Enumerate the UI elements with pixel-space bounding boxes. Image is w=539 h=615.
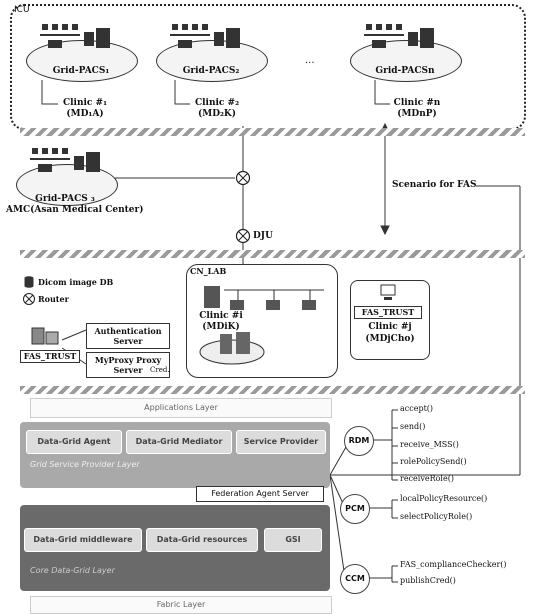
clinic-n-code: (MDnP) [397, 109, 437, 119]
applications-layer: Applications Layer [30, 398, 332, 418]
router-icon [235, 228, 251, 244]
pcm-method: localPolicyResource() [400, 494, 488, 503]
database-icon [24, 276, 34, 288]
network-icon [364, 24, 434, 48]
clinic-2-label: Clinic #₂ [194, 98, 240, 108]
network-bar-bottom [20, 386, 525, 394]
core-data-grid-layer-label: Core Data-Grid Layer [30, 566, 115, 575]
grid-pacs-2-node [156, 40, 268, 82]
clinic-1-code: (MD₁A) [66, 109, 104, 119]
legend-db-label: Dicom image DB [38, 277, 114, 287]
network-bar-top [20, 128, 525, 136]
grid-service-provider-layer-label: Grid Service Provider Layer [30, 460, 140, 469]
router-icon [235, 170, 251, 186]
rdm-method: receive_MSS() [400, 440, 459, 449]
fas-trust-right-label: FAS_TRUST [354, 306, 422, 319]
network-icon [30, 148, 100, 172]
pcm-module: PCM [340, 494, 370, 524]
authentication-server: Authentication Server [86, 323, 170, 349]
pcm-method: selectPolicyRole() [400, 512, 473, 521]
cn-lab-network-icon [199, 286, 324, 365]
dju-label: DJU [253, 231, 273, 241]
router-icon [23, 293, 35, 305]
fas-trust-left-label: FAS_TRUST [20, 350, 80, 363]
rdm-method: send() [400, 422, 426, 431]
icu-label: ICU [14, 5, 30, 15]
amc-label: AMC(Asan Medical Center) [6, 205, 144, 215]
cred-label: Cred. [150, 366, 170, 374]
grid-pacs-1-label: Grid-PACS₁ [52, 66, 110, 76]
clinic-1-label: Clinic #₁ [62, 98, 108, 108]
grid-pacs-3-node [16, 164, 118, 206]
ccm-module: CCM [340, 564, 370, 594]
data-grid-resources-block: Data-Grid resources [146, 528, 258, 552]
clinic-i-code: (MDiK) [202, 322, 240, 332]
fas-trust-right-region [350, 280, 430, 360]
network-icon [40, 24, 110, 48]
ccm-method: FAS_complianceChecker() [400, 560, 507, 569]
data-grid-middleware-block: Data-Grid middleware [24, 528, 142, 552]
cn-lab-region [186, 264, 338, 378]
grid-pacs-3-label: Grid-PACS ₃ [35, 194, 95, 204]
ellipsis: ... [305, 55, 315, 66]
computer-icon [380, 284, 396, 300]
server-icon [31, 327, 59, 345]
network-icon [170, 24, 240, 48]
rdm-method: accept() [400, 404, 434, 413]
cn-lab-label: CN_LAB [190, 266, 227, 276]
grid-pacs-1-node [26, 40, 138, 82]
grid-pacs-n-label: Grid-PACSn [375, 66, 435, 76]
clinic-i-label: Clinic #i [199, 311, 243, 321]
gsi-block: GSI [264, 528, 322, 552]
grid-pacs-2-label: Grid-PACS₂ [182, 66, 240, 76]
clinic-j-code: (MDjCho) [365, 334, 415, 344]
federation-agent-server: Federation Agent Server [196, 486, 324, 502]
clinic-j-label: Clinic #j [368, 322, 412, 332]
grid-pacs-n-node [350, 40, 462, 82]
rdm-module: RDM [344, 426, 374, 456]
myproxy-server: MyProxy Proxy Server [86, 352, 170, 378]
clinic-n-label: Clinic #n [393, 98, 441, 108]
rdm-method: receiveRole() [400, 474, 454, 483]
ccm-method: publishCred() [400, 576, 456, 585]
fabric-layer: Fabric Layer [30, 596, 332, 614]
data-grid-mediator-block: Data-Grid Mediator [126, 430, 232, 454]
network-bar-middle [20, 250, 525, 258]
clinic-2-code: (MD₂K) [197, 109, 237, 119]
scenario-label: Scenario for FAS [392, 180, 477, 190]
data-grid-agent-block: Data-Grid Agent [26, 430, 122, 454]
rdm-method: rolePolicySend() [400, 457, 467, 466]
legend-router-label: Router [38, 294, 69, 304]
service-provider-block: Service Provider [236, 430, 326, 454]
